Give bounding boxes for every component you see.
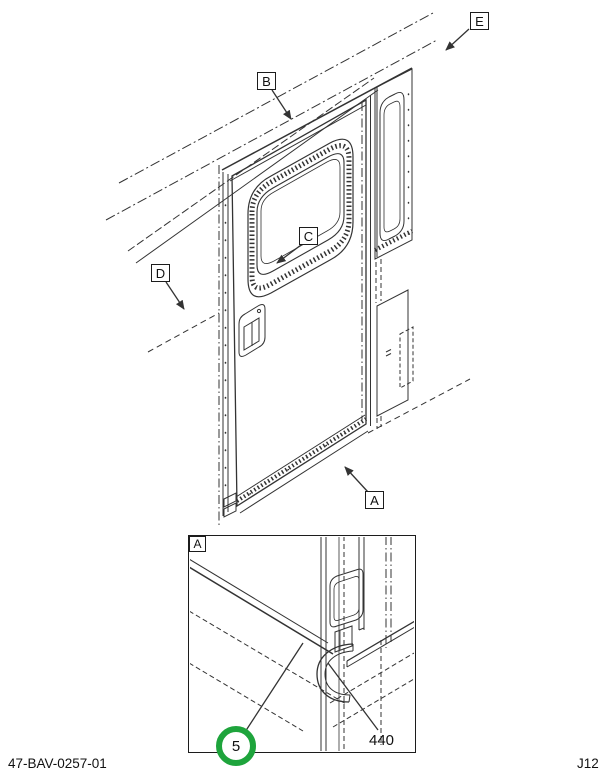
arrow-b — [271, 89, 292, 120]
part-number-440: 440 — [369, 732, 395, 749]
leader-part-440 — [327, 662, 379, 731]
inset-leader-lines — [244, 642, 379, 733]
callout-label-d: D — [151, 264, 170, 282]
roof-rail-lines — [105, 12, 438, 264]
door-window — [247, 138, 354, 298]
arrow-e — [445, 28, 470, 51]
callout-label-a: A — [365, 491, 384, 509]
figure-number: 47-BAV-0257-01 — [8, 756, 107, 771]
arrow-d — [165, 281, 185, 310]
page-reference: J12 — [577, 756, 599, 771]
leader-item-5 — [244, 642, 304, 733]
callout-label-e: E — [470, 12, 489, 30]
door-handle — [238, 304, 266, 357]
side-panel — [376, 289, 414, 429]
callout-arrows — [165, 28, 470, 493]
inset-detail-frame — [188, 535, 416, 753]
callout-label-c: C — [299, 227, 318, 245]
arrow-a — [344, 466, 369, 493]
callout-label-b: B — [257, 72, 276, 90]
inset-detail — [190, 537, 414, 751]
body-pillar — [373, 68, 414, 303]
belt-rail-lines — [147, 312, 471, 434]
arrow-c — [276, 244, 302, 264]
inset-title-label: A — [189, 536, 206, 552]
item-5-hotspot[interactable]: 5 — [216, 726, 256, 766]
sill-hatch — [235, 417, 368, 503]
window-seal-hatch — [249, 143, 352, 291]
door-bottom-sill — [223, 414, 369, 518]
door-panel — [218, 95, 371, 527]
pillar-hatch — [373, 228, 414, 253]
